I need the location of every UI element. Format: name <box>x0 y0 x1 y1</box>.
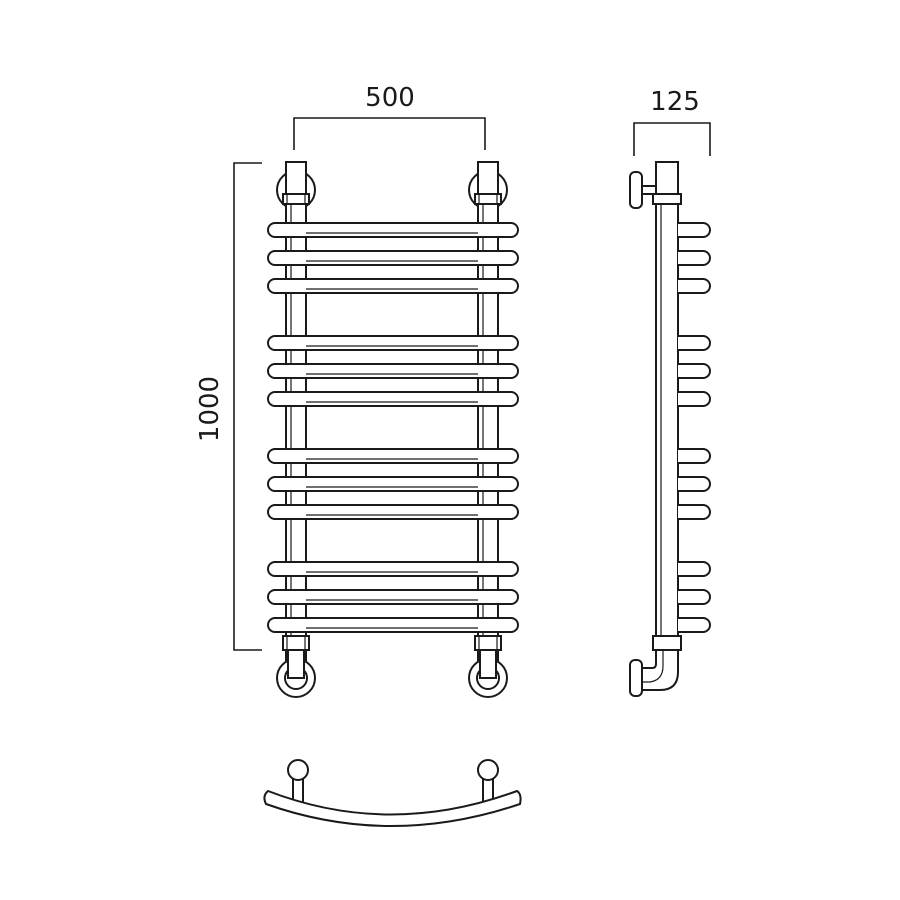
towel-bar <box>267 391 519 407</box>
top-brackets <box>276 170 508 210</box>
width-dimension: 500 <box>293 83 486 150</box>
width-dimension-label: 500 <box>365 83 415 113</box>
side-view: 125 <box>629 87 711 697</box>
side-bar-end <box>678 504 711 520</box>
towel-bar <box>267 504 519 520</box>
side-bottom-mount <box>629 649 679 697</box>
side-bar-end <box>678 391 711 407</box>
side-bar-end <box>678 250 711 266</box>
side-bar-end <box>678 589 711 605</box>
bottom-brackets <box>276 658 508 698</box>
towel-bar <box>267 250 519 266</box>
side-bar-end <box>678 278 711 294</box>
side-upright <box>652 161 682 661</box>
side-bar-end <box>678 222 711 238</box>
front-bars <box>267 222 519 633</box>
towel-bar <box>267 335 519 351</box>
top-view-curved-bar <box>263 789 522 827</box>
towel-bar <box>267 278 519 294</box>
towel-bar <box>267 448 519 464</box>
side-bar-end <box>678 363 711 379</box>
front-view: 500 1000 <box>195 83 519 698</box>
side-bar-end <box>678 476 711 492</box>
height-dimension: 1000 <box>195 162 262 651</box>
towel-bar <box>267 363 519 379</box>
side-bar-end <box>678 335 711 351</box>
towel-bar <box>267 561 519 577</box>
height-dimension-label: 1000 <box>195 376 225 442</box>
towel-bar <box>267 222 519 238</box>
depth-dimension: 125 <box>633 87 711 156</box>
top-fittings <box>282 193 502 205</box>
towel-bar <box>267 589 519 605</box>
top-view-posts <box>287 759 499 808</box>
bottom-fittings <box>282 635 502 679</box>
side-bar-end <box>678 617 711 633</box>
side-bar-end <box>678 448 711 464</box>
towel-bar <box>267 617 519 633</box>
top-view <box>263 759 522 827</box>
towel-bar <box>267 476 519 492</box>
side-bars <box>678 222 711 633</box>
side-bar-end <box>678 561 711 577</box>
depth-dimension-label: 125 <box>650 87 700 117</box>
